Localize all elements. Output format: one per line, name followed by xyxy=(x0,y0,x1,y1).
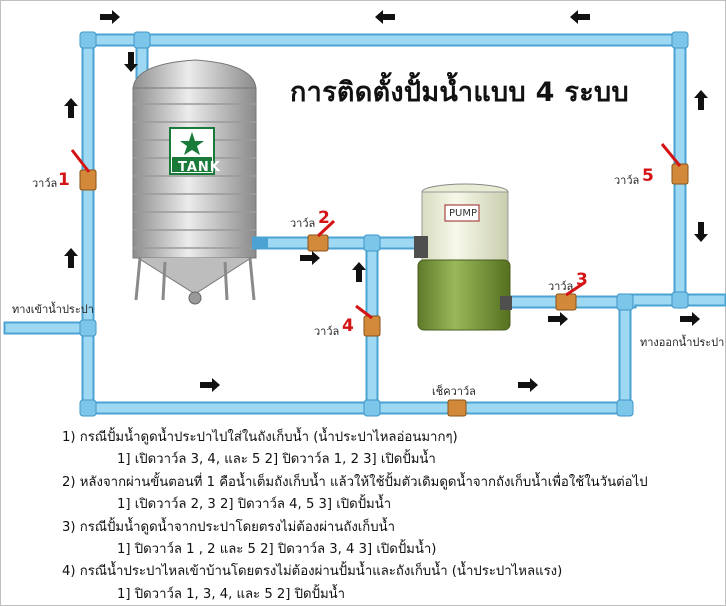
pump xyxy=(414,183,512,331)
case-1-steps: 1] เปิดวาว์ล 3, 4, และ 5 2] ปิดวาว์ล 1, … xyxy=(117,452,436,468)
arrow-down-icon xyxy=(124,52,138,72)
case-4-steps: 1] ปิดวาว์ล 1, 3, 4, และ 5 2] ปิดปั้มน้ำ xyxy=(117,586,346,602)
water-tank xyxy=(132,59,257,305)
case-2-heading: 2) หลังจากผ่านขั้นตอนที่ 1 คือน้ำเต็มถัง… xyxy=(62,474,648,490)
valve-1-label: วาว์ล xyxy=(32,177,58,190)
arrow-up-icon xyxy=(64,98,78,118)
arrow-right-icon xyxy=(548,312,568,326)
star-icon xyxy=(180,132,204,155)
case-4-heading: 4) กรณีน้ำประปาไหลเข้าบ้านโดยตรงไม่ต้องผ… xyxy=(62,564,563,580)
valve-2 xyxy=(307,219,336,252)
outlet-label: ทางออกน้ำประปา xyxy=(640,336,725,349)
arrow-right-icon xyxy=(100,10,120,24)
valve-3-number: 3 xyxy=(576,270,588,290)
arrow-right-icon xyxy=(200,378,220,392)
arrow-up-icon xyxy=(694,90,708,110)
case-3-steps: 1] ปิดวาว์ล 1 , 2 และ 5 2] ปิดวาว์ล 3, 4… xyxy=(117,542,437,558)
arrow-up-icon xyxy=(64,248,78,268)
valve-1-number: 1 xyxy=(58,170,70,190)
case-3-heading: 3) กรณีปั้มน้ำดูดน้ำจากประปาโดยตรงไม่ต้อ… xyxy=(62,519,396,535)
arrow-left-icon xyxy=(570,10,590,24)
instructions: 1) กรณีปั้มน้ำดูดน้ำประปาไปใส่ในถังเก็บน… xyxy=(62,427,648,606)
tank-label: TANK xyxy=(178,160,221,175)
arrow-right-icon xyxy=(518,378,538,392)
case-2-steps: 1] เปิดวาว์ล 2, 3 2] ปิดวาว์ล 4, 5 3] เป… xyxy=(117,497,392,513)
valve-5-number: 5 xyxy=(642,166,654,186)
valve-4-label: วาว์ล xyxy=(314,325,340,338)
diagram-title: การติดตั้งปั้มน้ำแบบ 4 ระบบ xyxy=(290,77,629,108)
valve-3-label: วาว์ล xyxy=(548,280,574,293)
inlet-label: ทางเข้าน้ำประปา xyxy=(12,303,94,316)
arrow-left-icon xyxy=(375,10,395,24)
valve-1 xyxy=(70,149,97,191)
pump-label: PUMP xyxy=(449,208,478,219)
valve-5 xyxy=(660,143,689,185)
valve-2-number: 2 xyxy=(318,208,330,228)
case-1-heading: 1) กรณีปั้มน้ำดูดน้ำประปาไปใส่ในถังเก็บน… xyxy=(62,430,458,445)
pipe-fittings xyxy=(79,31,689,417)
valve-4 xyxy=(355,304,381,337)
arrow-right-icon xyxy=(300,251,320,265)
valve-3 xyxy=(555,281,585,311)
flow-arrows xyxy=(64,10,708,392)
arrow-down-icon xyxy=(694,222,708,242)
valve-4-number: 4 xyxy=(342,316,354,336)
check-valve xyxy=(447,399,467,417)
valve-5-label: วาว์ล xyxy=(614,174,640,187)
arrow-up-icon xyxy=(352,262,366,282)
valve-2-label: วาว์ล xyxy=(290,217,316,230)
arrow-right-icon xyxy=(680,312,700,326)
check-valve-label: เช็ควาว์ล xyxy=(432,385,476,398)
